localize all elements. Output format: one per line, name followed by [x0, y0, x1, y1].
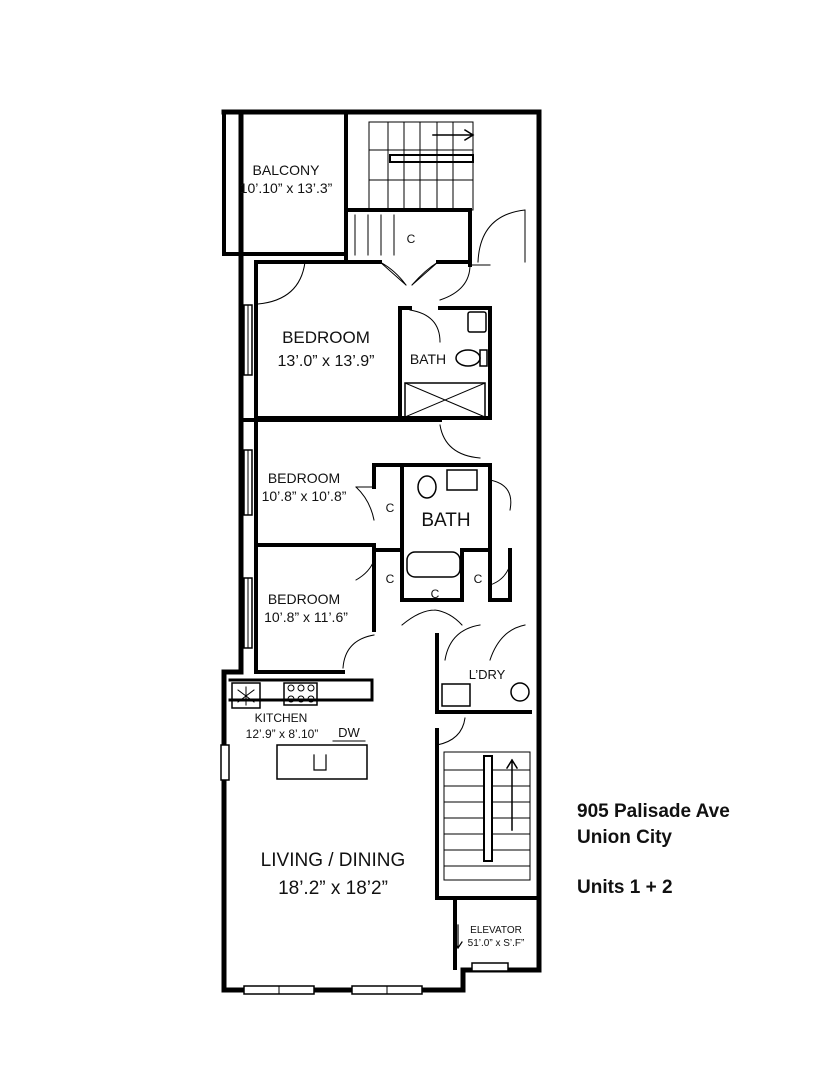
stair-top-rail — [389, 154, 474, 163]
kitchen-counter — [228, 678, 374, 702]
elevator-arrow-icon — [453, 924, 463, 950]
washer-icon — [441, 683, 471, 707]
stair-wall-lower — [435, 728, 541, 900]
living-size: 18’.2” x 18’2” — [278, 878, 388, 899]
bedroom2-size: 10’.8” x 10’.8” — [262, 488, 347, 504]
closet-bed2-label: C — [386, 501, 395, 515]
fridge-icon — [231, 682, 261, 709]
bedroom3-door — [342, 634, 375, 669]
bedroom1-size: 13’.0” x 13’.9” — [278, 353, 375, 370]
closet-hall-mid-label: C — [431, 587, 440, 601]
shower-icon — [404, 382, 486, 418]
elevator-window — [471, 962, 509, 972]
closet-bed2-door — [355, 486, 375, 521]
laundry-door — [444, 624, 526, 661]
exterior-wall — [221, 109, 542, 993]
bedroom3-wall — [254, 543, 512, 674]
closet-mid-door — [401, 609, 463, 626]
living-name: LIVING / DINING — [261, 850, 406, 871]
stair-top-treads — [354, 121, 474, 256]
bedroom2-name: BEDROOM — [268, 470, 340, 486]
laundry-name: L’DRY — [469, 667, 506, 682]
dryer-icon — [510, 682, 530, 702]
kitchen-name: KITCHEN — [255, 711, 308, 725]
bedroom3-name: BEDROOM — [268, 591, 340, 607]
bedroom3-size: 10’.8” x 11’.6” — [264, 609, 348, 625]
closet-top-label: C — [407, 232, 416, 246]
bedroom1-name: BEDROOM — [282, 328, 370, 347]
bath1-name: BATH — [410, 351, 446, 367]
stove-icon — [283, 682, 318, 706]
elevator-size: 51’.0” x S’.F” — [468, 938, 525, 949]
hall-door-swing — [439, 264, 491, 301]
units-label: Units 1 + 2 — [577, 877, 673, 898]
bath1-door — [409, 309, 441, 343]
island-sink-icon — [313, 754, 327, 771]
balcony-name: BALCONY — [253, 162, 321, 178]
closet-bath2-door — [489, 479, 512, 511]
stair-arrow-icon — [432, 128, 475, 142]
stair-top — [368, 121, 474, 211]
elevator-name: ELEVATOR — [470, 925, 522, 936]
toilet-icon — [455, 349, 481, 367]
stair-lower-door — [436, 717, 466, 746]
shower-cross — [404, 382, 486, 418]
bath2-name: BATH — [421, 510, 470, 531]
address-line1: 905 Palisade Ave — [577, 801, 730, 822]
sink2-icon — [446, 469, 478, 491]
stair-up-arrow-icon — [505, 758, 519, 831]
bath1-wall — [398, 306, 492, 420]
bathtub-icon — [406, 551, 461, 578]
kitchen-size: 12’.9” x 8’.10” — [246, 727, 319, 741]
stair-lower-rail — [483, 755, 493, 862]
closet-hall-right-label: C — [474, 572, 483, 586]
dishwasher-label: DW — [338, 725, 360, 740]
toilet2-icon — [417, 475, 437, 499]
balcony-size: 10’.10” x 13’.3” — [240, 180, 333, 196]
entry-door-swing — [477, 209, 526, 263]
kitchen-island — [276, 744, 368, 780]
closet-bed3-label: C — [386, 572, 395, 586]
balcony-door-swing — [257, 261, 306, 305]
sink-icon — [467, 311, 487, 333]
address-line2: Union City — [577, 827, 672, 848]
closet-top-door — [379, 261, 439, 286]
bath2-hall-door — [439, 424, 481, 459]
laundry-wall — [435, 633, 532, 714]
